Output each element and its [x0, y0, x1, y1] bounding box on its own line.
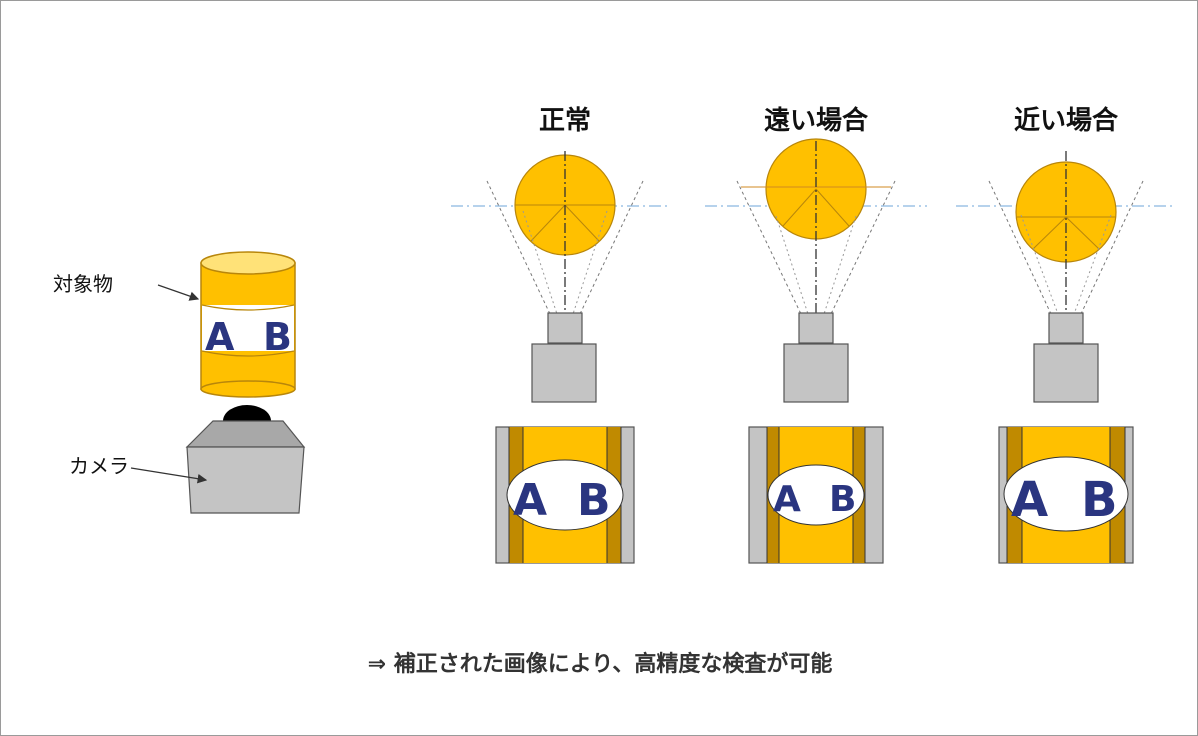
camera-body: [185, 405, 306, 514]
far-letter-b: B: [829, 479, 856, 520]
target-object-cylinder: A B: [200, 251, 296, 398]
footer-caption: ⇒ 補正された画像により、高精度な検査が可能: [368, 651, 833, 677]
far-letter-a: A: [773, 479, 801, 520]
left-letter-b: B: [263, 315, 292, 359]
panel-title-near: 近い場合: [1014, 105, 1119, 136]
captured-image-near: A B: [998, 426, 1134, 564]
normal-letter-a: A: [513, 475, 547, 526]
panel-normal: 正常: [451, 106, 669, 403]
captured-image-normal: A B: [495, 426, 635, 564]
normal-letter-b: B: [577, 475, 611, 526]
near-letter-b: B: [1081, 472, 1118, 528]
left-letter-a: A: [205, 315, 235, 359]
captured-image-far: A B: [748, 426, 884, 564]
object-label: 対象物: [53, 272, 113, 296]
panel-far: 遠い場合: [705, 105, 927, 403]
camera-label: カメラ: [69, 454, 129, 478]
panel-title-far: 遠い場合: [764, 105, 869, 136]
panel-title-normal: 正常: [539, 106, 591, 136]
panel-near: 近い場合: [956, 105, 1173, 403]
near-letter-a: A: [1011, 472, 1048, 528]
